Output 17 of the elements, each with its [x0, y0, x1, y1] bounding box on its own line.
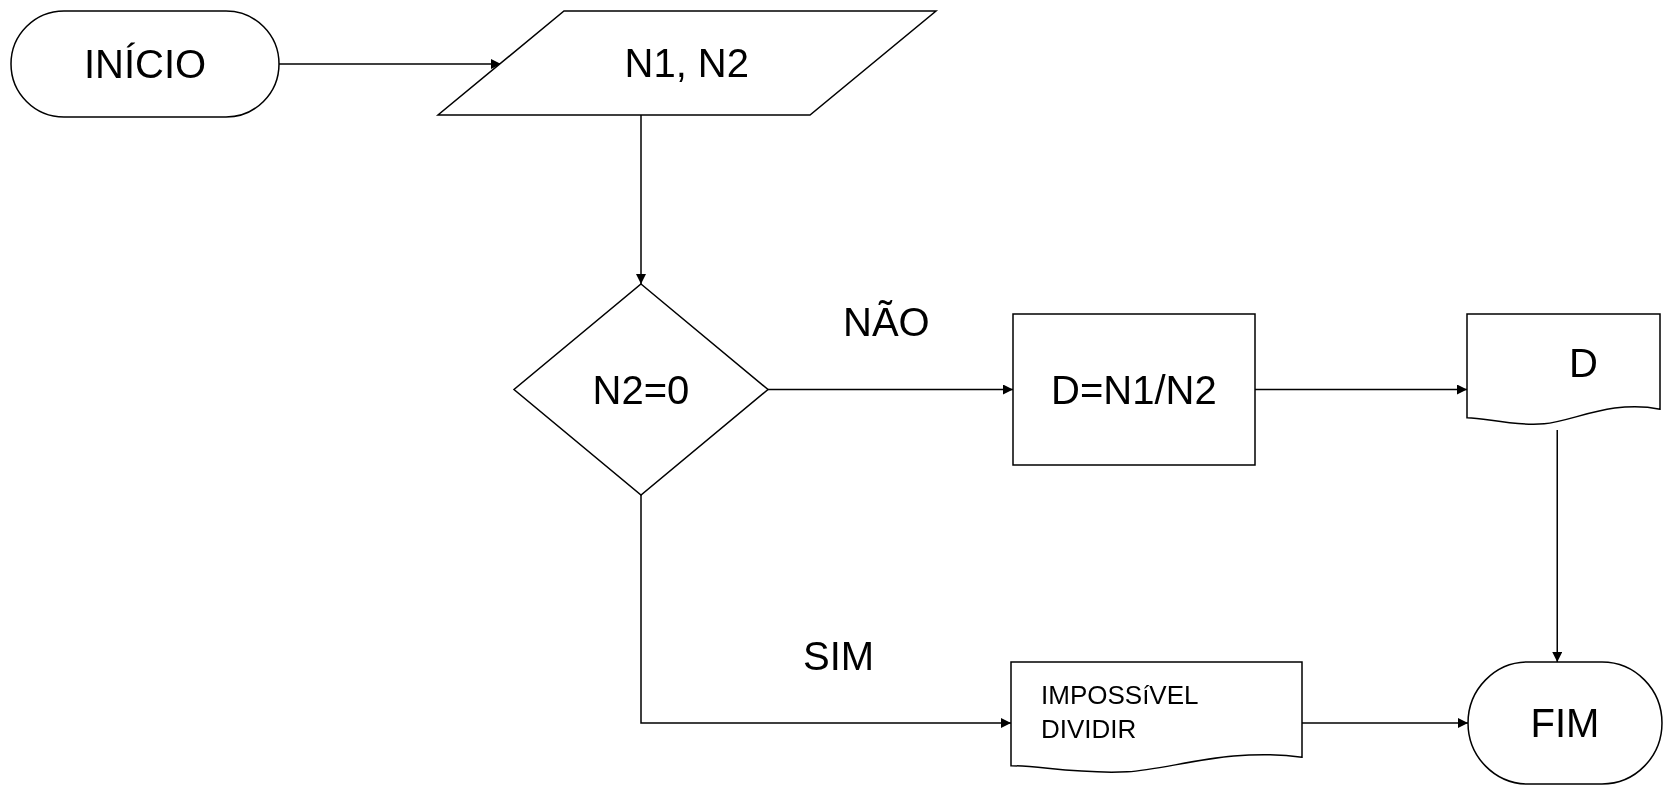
node-label: INÍCIO: [84, 42, 207, 86]
node-label: D: [1569, 341, 1598, 385]
arrow: [1552, 429, 1563, 663]
decision-diamond: [514, 284, 768, 495]
node-label: N2=0: [592, 367, 690, 412]
arrow: [767, 384, 1014, 395]
start-terminal: [11, 11, 279, 117]
arrow: [640, 494, 1012, 728]
end-terminal: [1468, 662, 1662, 784]
input-parallelogram: [438, 11, 936, 115]
node-label: IMPOSSíVEL DIVIDIR: [1041, 679, 1199, 746]
node-label: N1, N2: [624, 41, 749, 85]
node-label: D=N1/N2: [1051, 367, 1217, 412]
node-label: FIM: [1530, 701, 1600, 745]
process-box: [1013, 314, 1255, 465]
arrow: [278, 59, 502, 69]
arrow: [636, 114, 646, 285]
